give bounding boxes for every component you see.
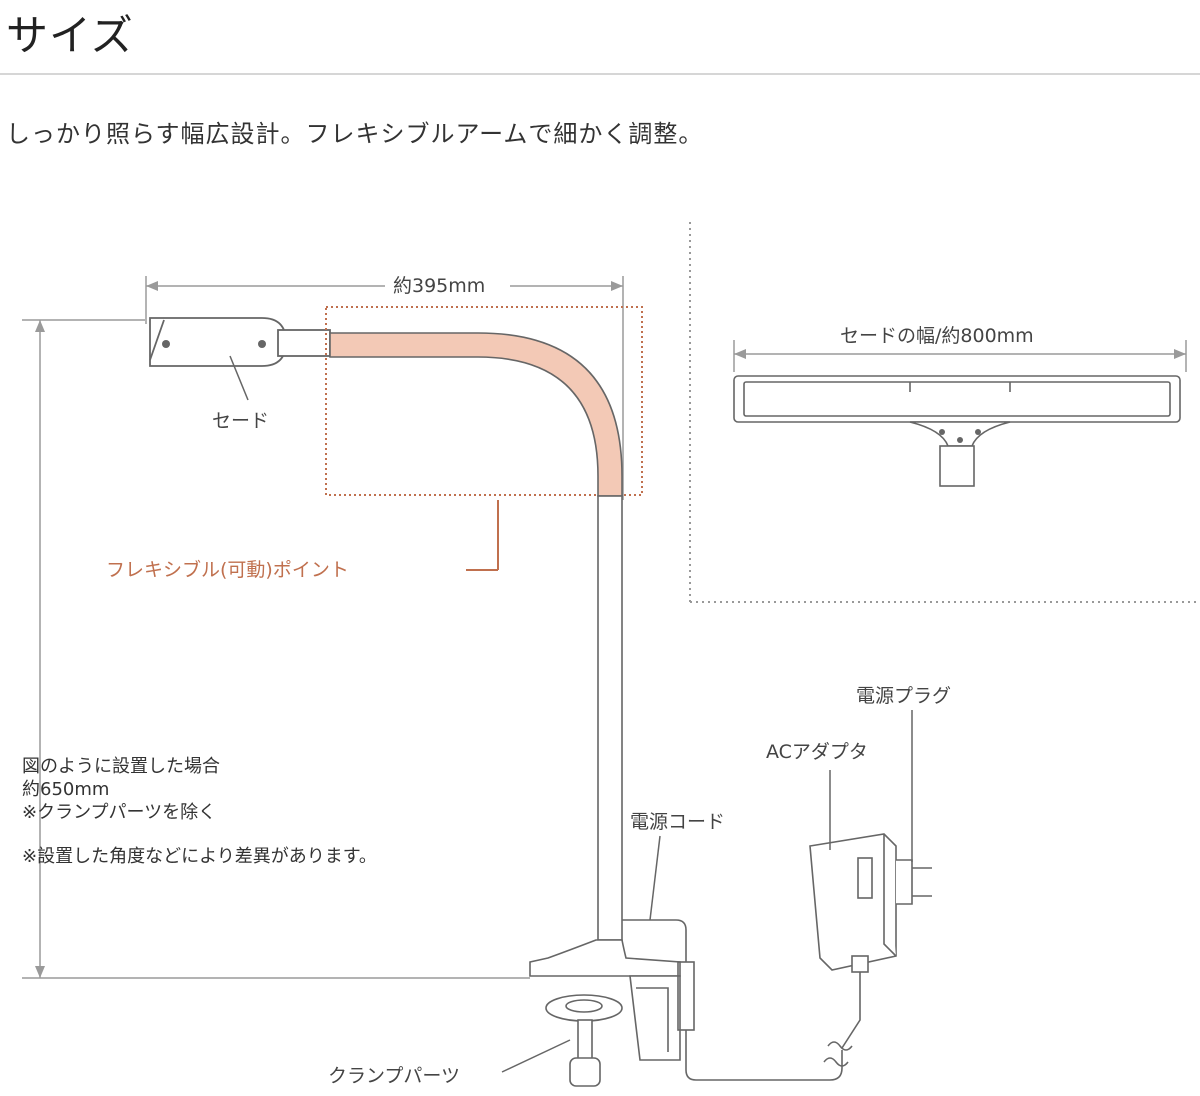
flexible-point-label: フレキシブル(可動)ポイント (106, 558, 349, 581)
page-title: サイズ (6, 11, 134, 60)
power-plug-label: 電源プラグ (856, 685, 951, 707)
flexible-arm (329, 332, 623, 497)
page-subtitle: しっかり照らす幅広設計。フレキシブルアームで細かく調整。 (6, 120, 704, 148)
shade-screws (162, 340, 266, 348)
inset-screws (939, 429, 981, 443)
arm-width-label: 約395mm (393, 275, 485, 297)
clamp-base (529, 939, 681, 1087)
note-variance: ※設置した角度などにより差異があります。 (22, 846, 377, 867)
clamp-parts-label: クランプパーツ (328, 1065, 460, 1087)
note-installed: 図のように設置した場合 (22, 756, 220, 777)
title-divider (0, 73, 1200, 75)
shade-label: セード (212, 410, 269, 432)
flex-leader-line (466, 500, 499, 571)
shade-leader-line (229, 355, 249, 401)
shade-width-arrows (734, 349, 1186, 359)
ac-adapter (809, 833, 932, 973)
shade-width-label: セードの幅/約800mm (840, 325, 1034, 347)
arm-width-arrows (146, 281, 623, 291)
height-dimension (22, 319, 530, 979)
inset-frame (689, 222, 1198, 603)
shade-width-dimension (733, 340, 1187, 372)
cord-leader-line (649, 835, 661, 921)
power-cord-label: 電源コード (630, 811, 725, 833)
power-cord (622, 919, 861, 1081)
ac-adapter-label: ACアダプタ (766, 741, 868, 763)
clamp-leader-line (501, 1039, 571, 1073)
lamp-pole (597, 495, 623, 941)
arm-width-dimension (145, 276, 624, 500)
lamp-shade (149, 317, 331, 367)
flex-region-box (325, 306, 643, 496)
inset-shade (733, 375, 1181, 487)
height-arrows (35, 320, 45, 978)
note-height: 約650mm (22, 779, 110, 800)
note-excl-clamp: ※クランプパーツを除く (22, 802, 217, 823)
